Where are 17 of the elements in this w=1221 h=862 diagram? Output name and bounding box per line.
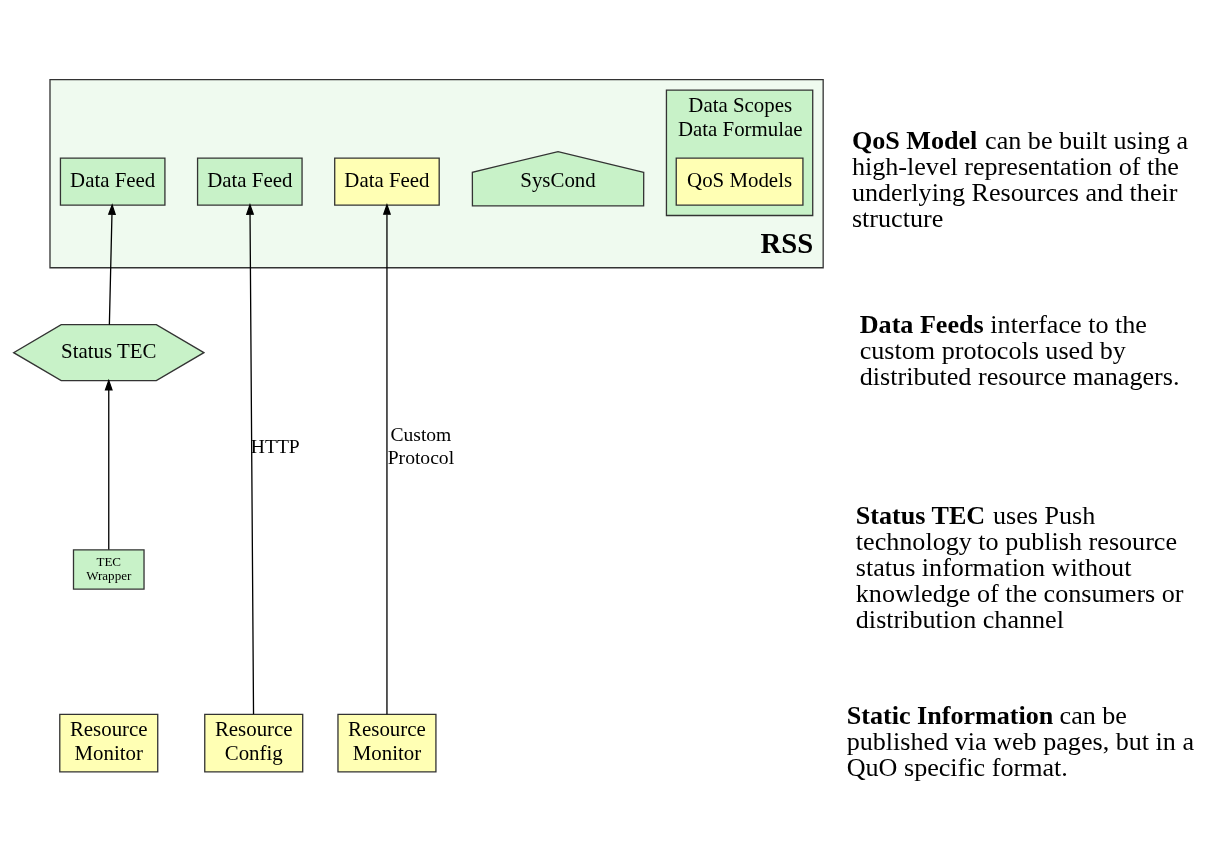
node-box: Resource Config (204, 713, 304, 773)
node-box: TEC Wrapper (72, 549, 145, 590)
label: Data Feeds interface to the custom protocols used by distributed resource managers. (859, 310, 1180, 392)
label: QoS Model can be built using a high-level representation of the underlying Resources and their structure (851, 125, 1189, 234)
node-box: QoS Models (675, 157, 804, 206)
node-box: Resource Monitor (337, 713, 437, 773)
arrow (382, 203, 392, 715)
arrow (107, 203, 117, 326)
node-box: Data Feed (334, 157, 440, 206)
label: Static Information can be published via web pages, but in a QuO specific format. (846, 700, 1195, 782)
arrow (245, 203, 255, 715)
node-box: Data Feed (196, 157, 303, 206)
arrow (104, 378, 113, 551)
node-box: Data Feed (59, 157, 166, 206)
edge-label: Custom Protocol (387, 424, 455, 468)
node-box: Resource Monitor (59, 713, 159, 773)
label: Status TEC uses Push technology to publish resource status information without knowledge of the consumers or distribution channel (855, 500, 1184, 635)
